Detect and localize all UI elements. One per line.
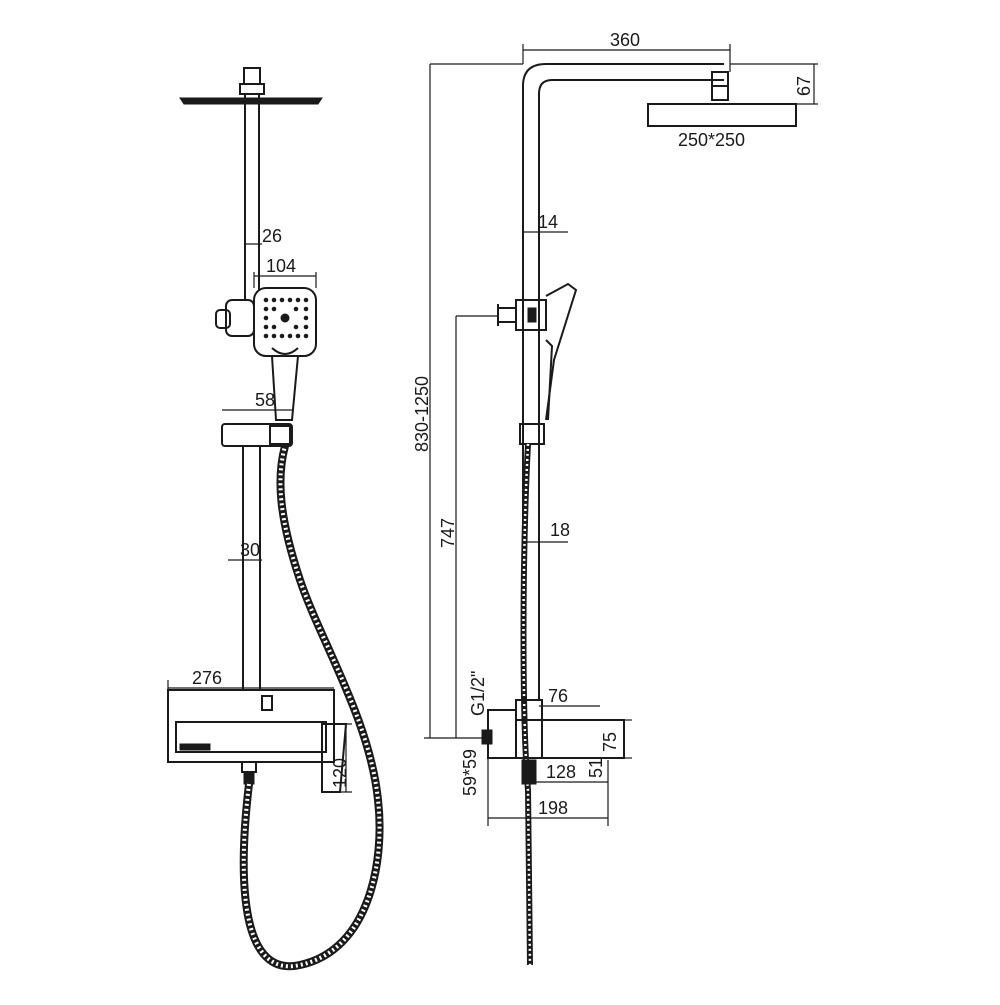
handshower-side-inner [545,339,554,421]
dim-total-depth: 198 [538,798,568,818]
dim-arm-reach: 360 [610,30,640,50]
top-mount [243,67,261,85]
dim-front-rod-width: 26 [262,226,282,246]
hose-nut [241,761,257,773]
side-dimensions: 360 67 250*250 14 830-1250 747 18 G1/2" … [412,30,818,826]
handshower-button [271,347,299,355]
diverter-knob [215,309,231,329]
hose-connector-side [521,759,537,785]
dim-inlet-thread: G1/2" [468,671,488,716]
handshower-handle [271,355,299,421]
diverter-knob-side [497,307,517,323]
dim-spout-reach: 128 [546,762,576,782]
dim-lower-rod-width: 30 [240,540,260,560]
dim-lower-pipe: 18 [550,520,570,540]
overhead-connector [711,85,729,101]
holder-clip [269,425,291,445]
mixer-connector [261,695,273,711]
dim-mixer-side-height: 75 [600,732,620,752]
dim-holder-width: 58 [255,390,275,410]
hose-outer [239,444,384,971]
dim-overhead-height: 67 [794,76,814,96]
dim-mixer-width: 276 [192,668,222,688]
arm-outer [522,63,724,700]
handshower-nozzles [263,297,309,339]
dim-total-height: 830-1250 [412,376,432,452]
front-view [167,67,384,971]
dim-spout-height: 51 [586,758,606,778]
dim-mixer-height: 120 [330,758,350,788]
dim-inlet-height: 747 [438,518,458,548]
slide-holder [221,423,293,447]
dim-escutcheon: 59*59 [460,749,480,796]
front-dimensions: 26 104 58 30 276 120 [167,226,352,793]
dim-upper-pipe: 14 [538,212,558,232]
overhead-shower-front [179,97,323,105]
hose-connector [243,771,255,785]
hose-inner [241,445,382,969]
diverter-slot [527,307,537,323]
dim-overhead-size: 250*250 [678,130,745,150]
arm-inner [538,79,724,700]
holder-side [519,423,545,445]
dim-handshower-width: 104 [266,256,296,276]
side-view [481,63,797,966]
overhead-shower-side [647,103,797,127]
handshower-side [545,282,578,421]
top-connector [239,83,265,95]
dim-mixer-depth: 76 [548,686,568,706]
mixer-spout-outlet [179,743,211,751]
mixer-front-panel [175,721,327,753]
mixer-side-body [515,699,543,759]
inlet-thread-side [481,729,493,745]
